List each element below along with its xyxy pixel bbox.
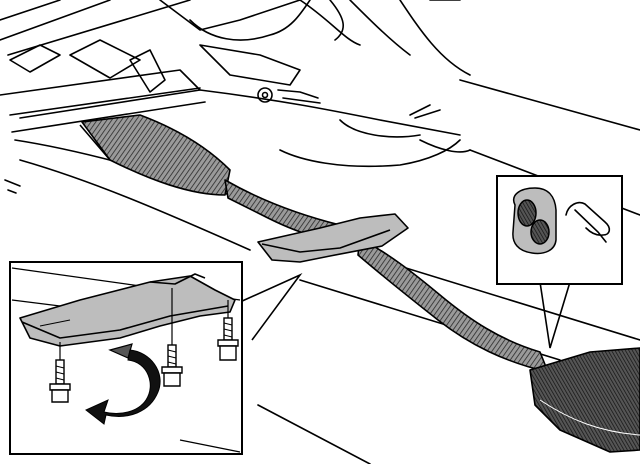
floor-rail-lower: [9, 87, 206, 133]
heat-shield-edge: [261, 229, 391, 253]
heat-shield: [257, 213, 409, 263]
retaining-clip: [565, 201, 611, 243]
bracket-mid: [69, 39, 141, 79]
body-panel-round: [329, 0, 344, 41]
rubber-hanger: [512, 187, 557, 255]
hanger-callout-pointer: [539, 281, 571, 349]
center-bracket-curve: [189, 0, 311, 41]
bolts-callout-pointer: [239, 273, 303, 341]
rubber-hanger-detail: [496, 175, 623, 349]
center-plate: [199, 44, 301, 86]
body-panel-curve: [299, 0, 361, 46]
seat-bracket: [129, 49, 166, 93]
floor-line-low: [379, 259, 640, 341]
floor-pan-edge: [419, 139, 471, 153]
floor-line-bottom: [257, 404, 371, 464]
bolt: [161, 288, 183, 387]
silencer-highlight: [539, 399, 640, 436]
sill-line-2: [19, 159, 251, 251]
catalytic-converter: [81, 114, 231, 196]
bolt: [217, 300, 239, 361]
bracket-tab: [277, 89, 321, 104]
mount-nut-center: [261, 91, 269, 99]
floor-tab: [409, 104, 441, 119]
body-panel-curve-3: [399, 0, 471, 76]
floor-frame-lines: [0, 0, 191, 56]
mount-nut: [257, 87, 273, 103]
edge-marks: [4, 179, 21, 194]
rear-silencer: [529, 347, 640, 453]
body-line-right: [459, 79, 640, 131]
heat-shield-bolts-detail: [9, 261, 303, 455]
tunnel-edge-upper: [199, 89, 461, 136]
rotate-arrow-icon: [85, 343, 161, 425]
floor-pan-curve: [279, 139, 461, 168]
center-frame: [159, 0, 301, 31]
bolt: [49, 342, 71, 403]
bracket-left: [9, 44, 61, 73]
body-panel-curve-2: [349, 0, 411, 56]
floor-pan-inner: [339, 119, 421, 138]
floor-rail-upper: [0, 69, 201, 119]
converter-flange: [79, 124, 111, 161]
exhaust-system: [79, 114, 640, 453]
